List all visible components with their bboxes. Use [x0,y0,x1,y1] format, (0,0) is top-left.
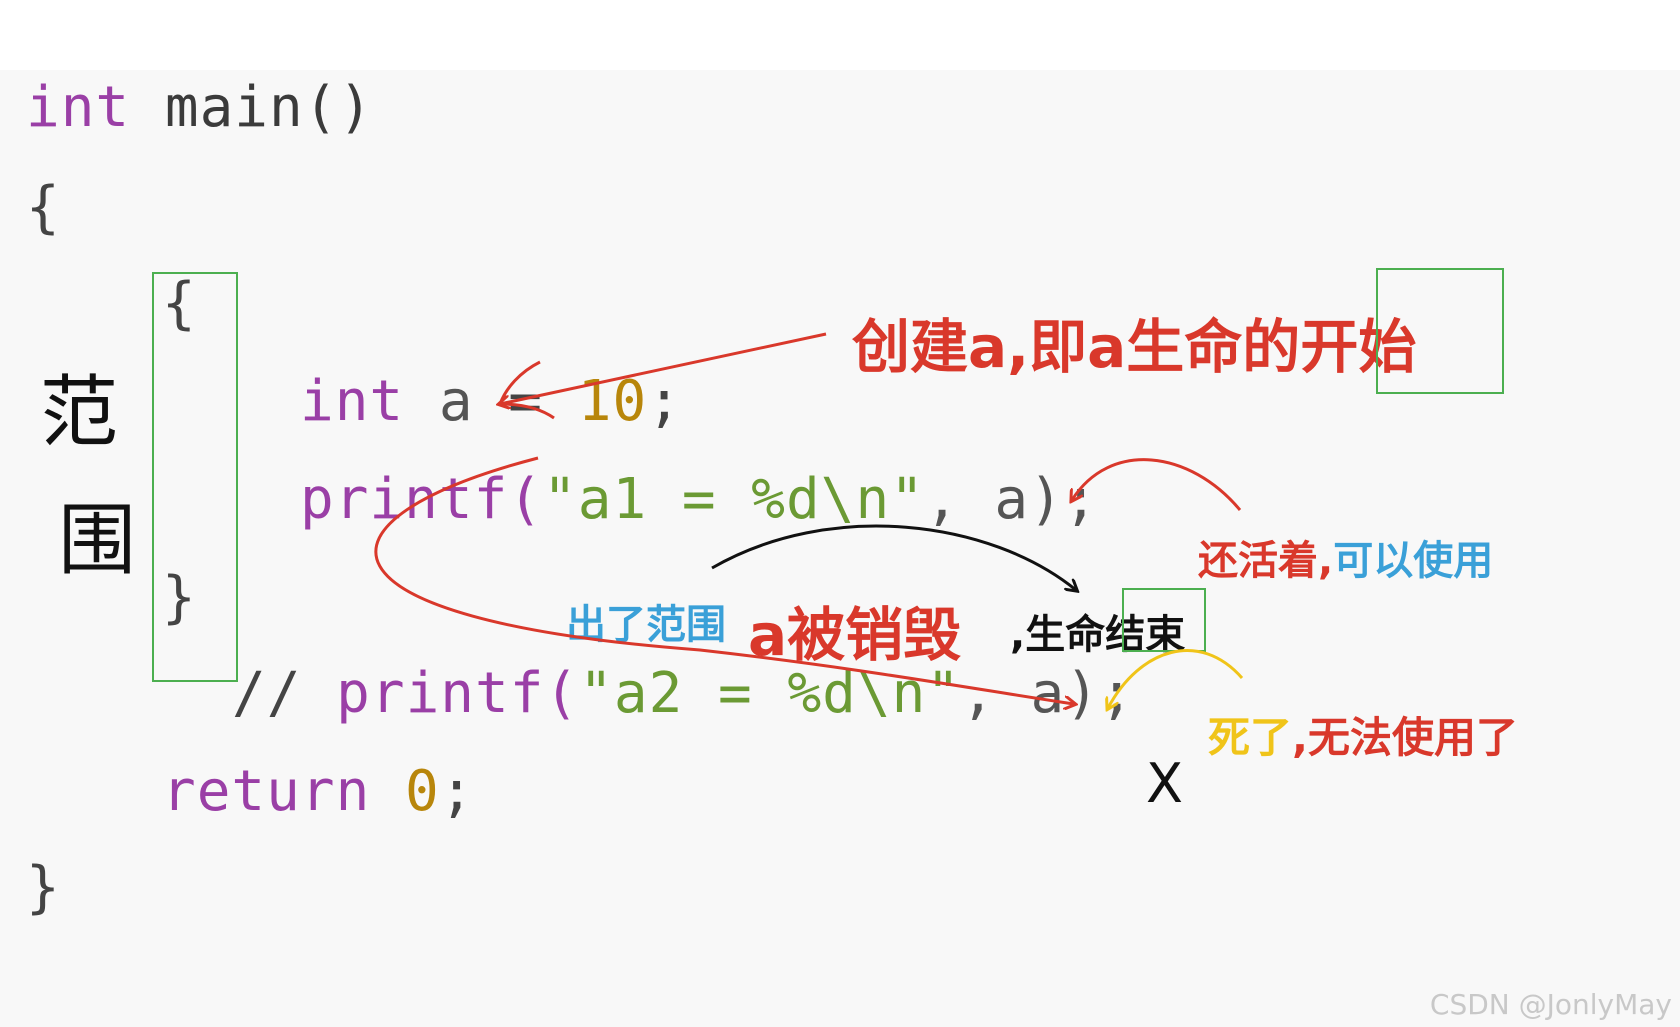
create-text: 创建a,即a生命的 [852,313,1301,381]
end-highlight-box [1122,588,1206,652]
number-10: 10 [577,369,648,434]
annotation-create: 创建a,即a生命的开始 [852,300,1416,384]
semicolon: ; [647,369,682,434]
code-line-declare-a: int a = 10; [300,372,682,432]
printf-call: printf( [300,467,544,532]
code-line-return: return 0; [162,762,474,822]
code-line-open-brace: { [26,175,61,240]
printf-args: , a); [961,661,1135,726]
identifier-a: a [404,369,474,434]
create-boxed-text: 开始 [1300,313,1417,381]
keyword-int: int [26,75,131,140]
keyword-return: return [162,759,371,824]
printf-args: , a); [924,467,1099,532]
annotation-dead: 死了,无法使用了 [1208,704,1518,765]
code-line-main: int main() [26,78,373,138]
code-line-printf-a1: printf("a1 = %d\n", a); [300,470,1098,530]
dead-text: 死了 [1208,713,1293,762]
code-line-inner-close-brace: } [162,565,197,630]
annotation-out-of-scope: 出了范围 [566,602,726,648]
printf-call: printf( [301,661,580,726]
keyword-int: int [300,369,405,434]
semicolon: ; [439,759,475,824]
main-signature: main() [130,75,374,140]
alive-text: 还活着, [1198,538,1334,584]
usable-text: 可以使用 [1333,538,1494,584]
scope-label-char-1: 范 [40,368,119,458]
scope-box [152,272,238,682]
number-0: 0 [370,759,440,824]
unusable-text: ,无法使用了 [1292,713,1518,762]
comment-marker: // [232,661,302,726]
watermark: CSDN @JonlyMay [1429,988,1672,1021]
life-prefix: ,生命 [1010,612,1106,658]
cross-mark: X [1146,752,1183,815]
annotation-destroyed: a被销毁 [748,601,962,669]
code-line-commented-printf: // printf("a2 = %d\n", a); [232,664,1135,724]
start-highlight-box [1376,268,1504,394]
code-line-close-brace: } [26,855,61,920]
string-a1: "a1 = %d\n" [543,467,925,532]
annotation-alive: 还活着,可以使用 [1198,528,1493,586]
scope-label-char-2: 围 [58,496,137,586]
assign-operator: = [473,369,578,434]
code-line-inner-open-brace: { [162,271,197,336]
